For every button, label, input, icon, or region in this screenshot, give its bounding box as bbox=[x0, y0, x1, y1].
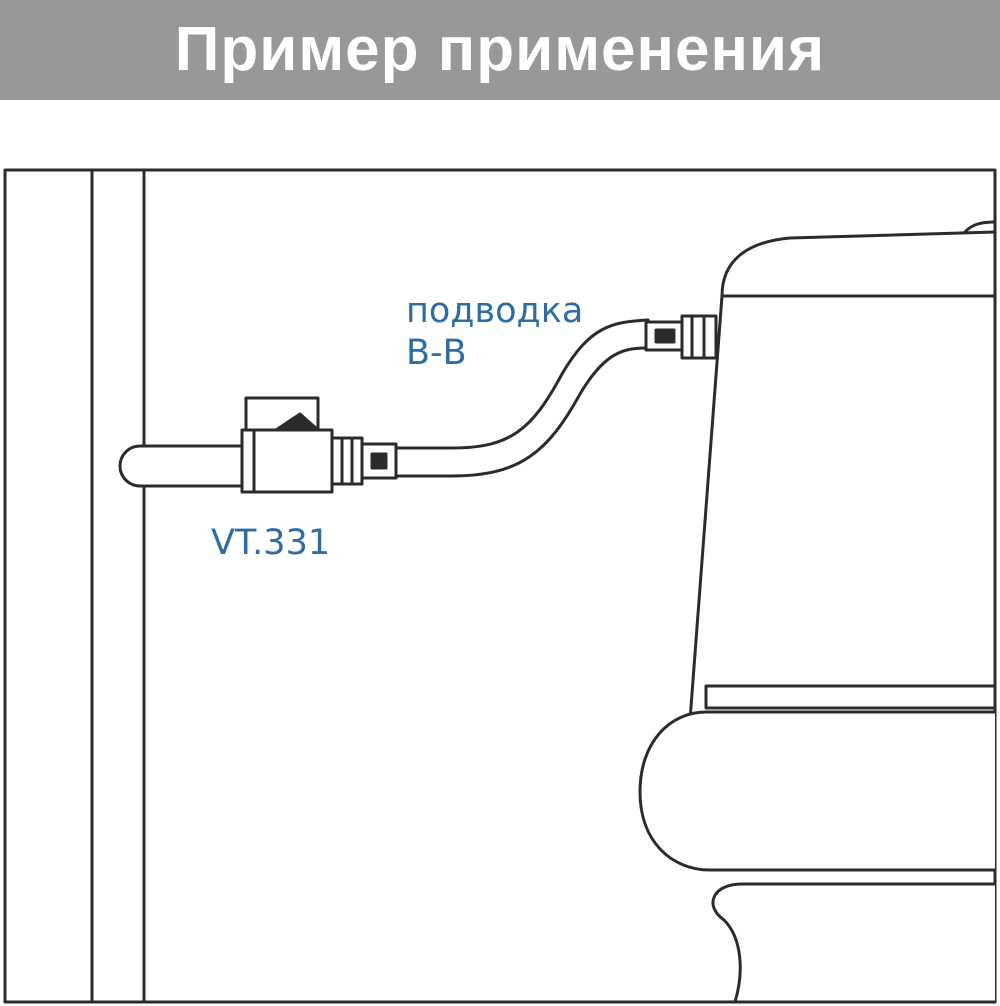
page-title: Пример применения bbox=[174, 15, 826, 84]
hose-label: подводка В-В bbox=[406, 290, 583, 374]
hose-label-line2: В-В bbox=[406, 333, 467, 373]
header-banner: Пример применения bbox=[0, 0, 1000, 100]
ball-valve-icon bbox=[240, 396, 398, 494]
wall bbox=[90, 170, 146, 1004]
flexible-hose bbox=[394, 318, 650, 478]
hose-fitting bbox=[644, 314, 718, 360]
toilet-bowl bbox=[638, 684, 997, 1004]
hose-label-line1: подводка bbox=[406, 291, 584, 331]
valve-label: VT.331 bbox=[211, 523, 331, 563]
toilet-cistern bbox=[688, 220, 997, 722]
pipe bbox=[118, 444, 246, 488]
